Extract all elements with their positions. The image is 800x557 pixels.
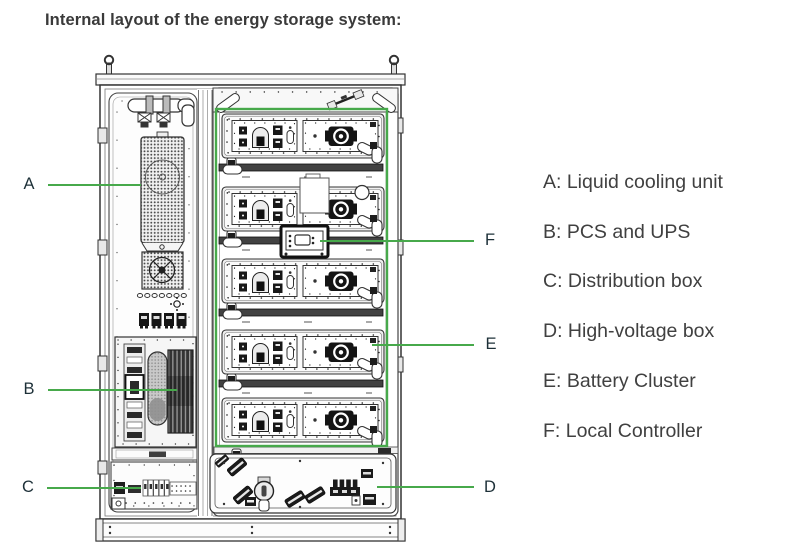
callout-label-f: F	[484, 231, 496, 249]
annotations	[47, 107, 474, 489]
battery-cluster	[218, 112, 386, 448]
local-controller	[279, 224, 330, 259]
main-switch	[253, 476, 275, 512]
callout-label-c: C	[22, 478, 34, 496]
distribution-box	[110, 461, 198, 510]
fan-grille	[141, 251, 184, 290]
pcs-ups-unit	[114, 336, 197, 448]
top-cap	[95, 73, 406, 86]
lifting-eye-left	[103, 54, 115, 77]
legend-item-c: C: Distribution box	[543, 270, 703, 292]
high-voltage-box	[209, 453, 397, 514]
legend-item-a: A: Liquid cooling unit	[543, 171, 723, 193]
indicator-row	[136, 293, 187, 298]
liquid-cooling-unit	[136, 131, 187, 329]
terminal-row	[139, 313, 187, 329]
legend-item-b: B: PCS and UPS	[543, 221, 691, 243]
junction-box	[299, 177, 330, 214]
lifting-eye-right	[388, 54, 400, 77]
legend-item-d: D: High-voltage box	[543, 320, 715, 342]
legend-item-f: F: Local Controller	[543, 420, 703, 442]
coolant-pipes	[127, 95, 195, 128]
legend-item-e: E: Battery Cluster	[543, 370, 696, 392]
page-title: Internal layout of the energy storage sy…	[45, 11, 402, 29]
callout-label-d: D	[484, 478, 496, 496]
label-chip-panel	[111, 447, 198, 461]
base-plinth	[95, 518, 406, 542]
battery-cluster-outline	[214, 107, 389, 448]
top-bracket	[326, 89, 365, 111]
callout-label-b: B	[23, 380, 35, 398]
callout-label-a: A	[23, 175, 35, 193]
terminal-block	[330, 479, 360, 496]
callout-label-e: E	[485, 335, 497, 353]
